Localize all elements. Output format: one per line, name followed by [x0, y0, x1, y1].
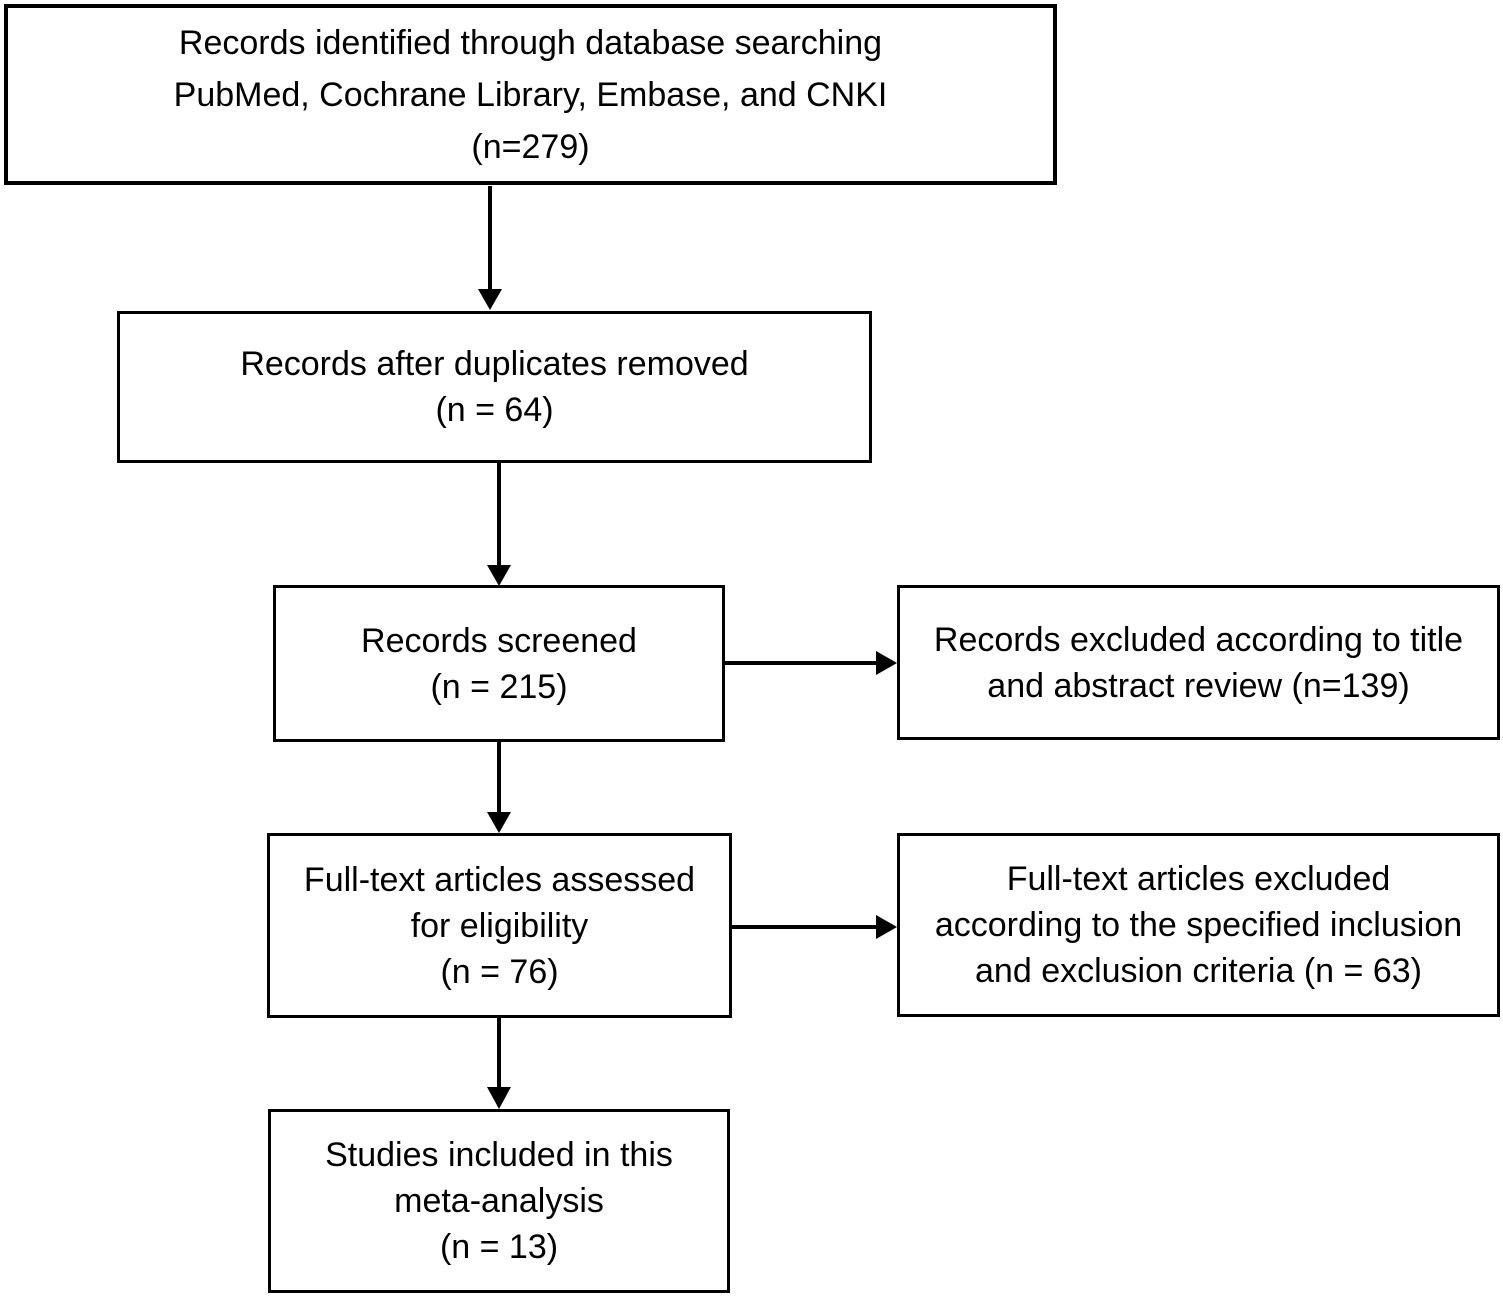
box-studies-included-count: (n = 13) [439, 1228, 559, 1266]
arrow-identification-to-deduplicated [478, 186, 502, 310]
box-fulltext-assessed: Full-text articles assessed for eligibil… [267, 833, 732, 1018]
box-records-excluded-title-abstract: Records excluded according to title and … [897, 585, 1500, 740]
box-studies-included-line-1: Studies included in this [325, 1136, 673, 1174]
box-records-identified-count: (n=279) [471, 127, 590, 166]
box-duplicates-removed-count: (n = 64) [435, 391, 554, 429]
box-fulltext-excluded-line-2: according to the specified inclusion [934, 906, 1463, 944]
box-fulltext-assessed-line-1: Full-text articles assessed [303, 860, 696, 899]
arrow-screened-to-excluded-title-abstract [724, 651, 897, 675]
arrow-deduplicated-to-screened [487, 461, 511, 586]
box-duplicates-removed-line-1: Records after duplicates removed [240, 345, 749, 383]
arrow-fulltext-assessed-to-fulltext-excluded [731, 915, 897, 939]
arrow-fulltext-assessed-to-included [487, 1016, 511, 1109]
box-records-screened-line-1: Records screened [361, 621, 637, 660]
box-fulltext-excluded-line-3: and exclusion criteria (n = 63) [975, 952, 1422, 990]
box-fulltext-excluded: Full-text articles excluded according to… [897, 833, 1500, 1017]
box-records-screened-count: (n = 215) [430, 667, 568, 706]
arrow-screened-to-fulltext-assessed [487, 740, 511, 833]
box-fulltext-assessed-line-2: for eligibility [410, 906, 589, 945]
box-records-excluded-line-2: and abstract review (n=139) [987, 666, 1410, 705]
box-studies-included-line-2: meta-analysis [394, 1182, 604, 1220]
box-records-screened: Records screened (n = 215) [273, 585, 725, 742]
box-fulltext-excluded-line-1: Full-text articles excluded [1006, 860, 1391, 898]
box-records-identified: Records identified through database sear… [4, 4, 1057, 185]
box-studies-included: Studies included in this meta-analysis (… [268, 1109, 730, 1293]
box-duplicates-removed: Records after duplicates removed (n = 64… [117, 311, 872, 463]
box-records-identified-line-2: PubMed, Cochrane Library, Embase, and CN… [173, 75, 888, 114]
box-fulltext-assessed-count: (n = 76) [440, 952, 559, 991]
box-records-excluded-line-1: Records excluded according to title [933, 620, 1464, 659]
box-records-identified-line-1: Records identified through database sear… [178, 23, 883, 62]
